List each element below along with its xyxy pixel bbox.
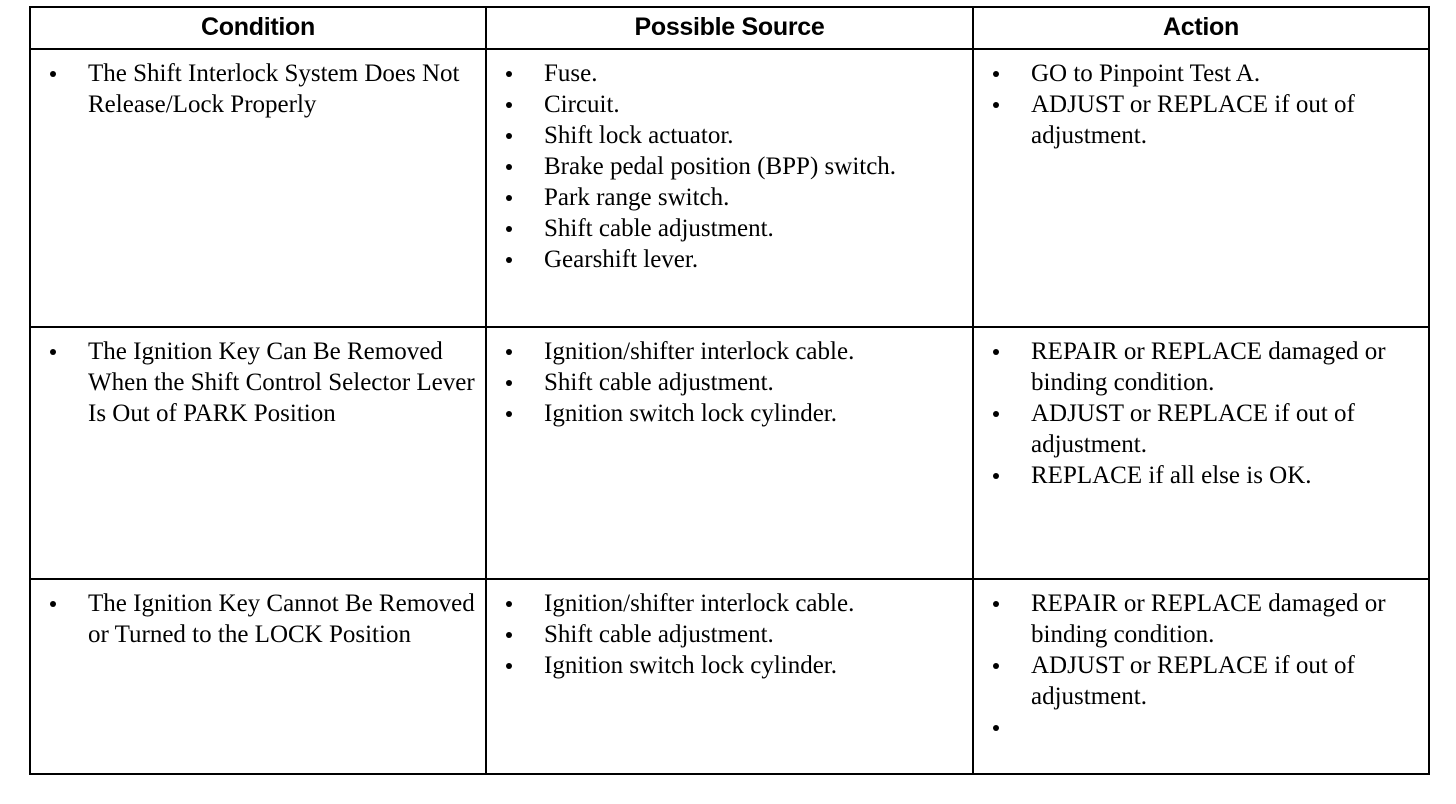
list-item-label: Circuit. <box>544 91 620 118</box>
list-item-label: REPAIR or REPLACE damaged or binding con… <box>1031 590 1386 648</box>
list-item: Gearshift lever. <box>487 244 966 275</box>
bullet-icon <box>993 411 999 417</box>
list-item: The Ignition Key Cannot Be Removed or Tu… <box>31 588 479 650</box>
bullet-icon <box>993 663 999 669</box>
list-item: The Ignition Key Can Be Removed When the… <box>31 336 479 429</box>
list-item-label: REPAIR or REPLACE damaged or binding con… <box>1031 338 1386 396</box>
bullet-icon <box>506 349 512 355</box>
list-item: Park range switch. <box>487 182 966 213</box>
list-item: REPAIR or REPLACE damaged or binding con… <box>974 336 1422 398</box>
bullet-icon <box>993 102 999 108</box>
bullet-icon <box>993 473 999 479</box>
table-body: The Shift Interlock System Does Not Rele… <box>29 48 1430 775</box>
column-header-action: Action <box>972 6 1430 50</box>
list-item-label <box>1031 712 1422 732</box>
column-header-possible-source: Possible Source <box>485 6 974 50</box>
table-header-row: Condition Possible Source Action <box>29 6 1430 50</box>
list-item: Circuit. <box>487 89 966 120</box>
list-item: Shift cable adjustment. <box>487 619 966 650</box>
list-item: REPLACE if all else is OK. <box>974 460 1422 491</box>
list-item-label: Brake pedal position (BPP) switch. <box>544 153 897 180</box>
list-item-label: Ignition switch lock cylinder. <box>544 400 838 427</box>
bullet-icon <box>506 133 512 139</box>
bullet-list: Ignition/shifter interlock cable. Shift c… <box>487 336 966 429</box>
list-item-label: Ignition/shifter interlock cable. <box>544 590 855 617</box>
bullet-icon <box>993 601 999 607</box>
bullet-icon <box>506 71 512 77</box>
diagnostic-table: Condition Possible Source Action The Shi… <box>29 6 1430 775</box>
list-item-label: Shift cable adjustment. <box>544 369 774 396</box>
list-item-label: ADJUST or REPLACE if out of adjustment. <box>1031 91 1355 149</box>
list-item-label: ADJUST or REPLACE if out of adjustment. <box>1031 400 1355 458</box>
cell-condition: The Ignition Key Can Be Removed When the… <box>29 326 487 580</box>
list-item-label: Shift cable adjustment. <box>544 215 774 242</box>
list-item-label: Ignition/shifter interlock cable. <box>544 338 855 365</box>
bullet-icon <box>506 164 512 170</box>
cell-possible-source: Ignition/shifter interlock cable. Shift c… <box>485 578 974 775</box>
list-item-label: The Shift Interlock System Does Not Rele… <box>88 60 460 118</box>
bullet-list: Ignition/shifter interlock cable. Shift c… <box>487 588 966 681</box>
list-item: Shift cable adjustment. <box>487 213 966 244</box>
bullet-icon <box>506 195 512 201</box>
list-item-label: ADJUST or REPLACE if out of adjustment. <box>1031 652 1355 710</box>
list-item: ADJUST or REPLACE if out of adjustment. <box>974 398 1422 460</box>
list-item-label: Shift lock actuator. <box>544 122 734 149</box>
list-item: The Shift Interlock System Does Not Rele… <box>31 58 479 120</box>
table-row: The Ignition Key Cannot Be Removed or Tu… <box>29 578 1430 775</box>
cell-action: REPAIR or REPLACE damaged or binding con… <box>972 578 1430 775</box>
list-item-label: The Ignition Key Can Be Removed When the… <box>88 338 475 427</box>
list-item: Shift lock actuator. <box>487 120 966 151</box>
list-item-label: Park range switch. <box>544 184 730 211</box>
list-item: Fuse. <box>487 58 966 89</box>
bullet-icon <box>506 632 512 638</box>
cell-possible-source: Ignition/shifter interlock cable. Shift c… <box>485 326 974 580</box>
cell-possible-source: Fuse. Circuit. Shift lock actuator. Brake p… <box>485 48 974 328</box>
bullet-icon <box>506 226 512 232</box>
cell-action: GO to Pinpoint Test A. ADJUST or REPLACE … <box>972 48 1430 328</box>
list-item: ADJUST or REPLACE if out of adjustment. <box>974 650 1422 712</box>
list-item: Brake pedal position (BPP) switch. <box>487 151 966 182</box>
bullet-list: The Ignition Key Can Be Removed When the… <box>31 336 479 429</box>
cell-action: REPAIR or REPLACE damaged or binding con… <box>972 326 1430 580</box>
bullet-list: Fuse. Circuit. Shift lock actuator. Brake p… <box>487 58 966 275</box>
bullet-list: REPAIR or REPLACE damaged or binding con… <box>974 588 1422 732</box>
list-item: ADJUST or REPLACE if out of adjustment. <box>974 89 1422 151</box>
list-item-label: Fuse. <box>544 60 598 87</box>
bullet-icon <box>993 349 999 355</box>
list-item-label: Shift cable adjustment. <box>544 621 774 648</box>
list-item: Shift cable adjustment. <box>487 367 966 398</box>
bullet-icon <box>506 380 512 386</box>
table-row: The Ignition Key Can Be Removed When the… <box>29 326 1430 580</box>
bullet-icon <box>50 71 56 77</box>
bullet-icon <box>506 257 512 263</box>
bullet-list: REPAIR or REPLACE damaged or binding con… <box>974 336 1422 491</box>
list-item: REPAIR or REPLACE damaged or binding con… <box>974 588 1422 650</box>
list-item-label: The Ignition Key Cannot Be Removed or Tu… <box>88 590 475 648</box>
bullet-icon <box>506 102 512 108</box>
list-item-label: REPLACE if all else is OK. <box>1031 462 1312 489</box>
list-item: Ignition switch lock cylinder. <box>487 650 966 681</box>
bullet-icon <box>506 411 512 417</box>
cell-condition: The Ignition Key Cannot Be Removed or Tu… <box>29 578 487 775</box>
list-item-label: Ignition switch lock cylinder. <box>544 652 838 679</box>
bullet-icon <box>50 601 56 607</box>
bullet-icon <box>506 601 512 607</box>
bullet-list: GO to Pinpoint Test A. ADJUST or REPLACE … <box>974 58 1422 151</box>
column-header-condition: Condition <box>29 6 487 50</box>
bullet-list: The Ignition Key Cannot Be Removed or Tu… <box>31 588 479 650</box>
list-item: GO to Pinpoint Test A. <box>974 58 1422 89</box>
bullet-icon <box>993 71 999 77</box>
list-item: Ignition/shifter interlock cable. <box>487 336 966 367</box>
list-item: Ignition switch lock cylinder. <box>487 398 966 429</box>
bullet-icon <box>506 663 512 669</box>
list-item-label: Gearshift lever. <box>544 246 699 273</box>
list-item <box>974 712 1422 732</box>
list-item-label: GO to Pinpoint Test A. <box>1031 60 1261 87</box>
cell-condition: The Shift Interlock System Does Not Rele… <box>29 48 487 328</box>
list-item: Ignition/shifter interlock cable. <box>487 588 966 619</box>
bullet-icon <box>993 725 999 731</box>
bullet-list: The Shift Interlock System Does Not Rele… <box>31 58 479 120</box>
table-row: The Shift Interlock System Does Not Rele… <box>29 48 1430 328</box>
bullet-icon <box>50 349 56 355</box>
